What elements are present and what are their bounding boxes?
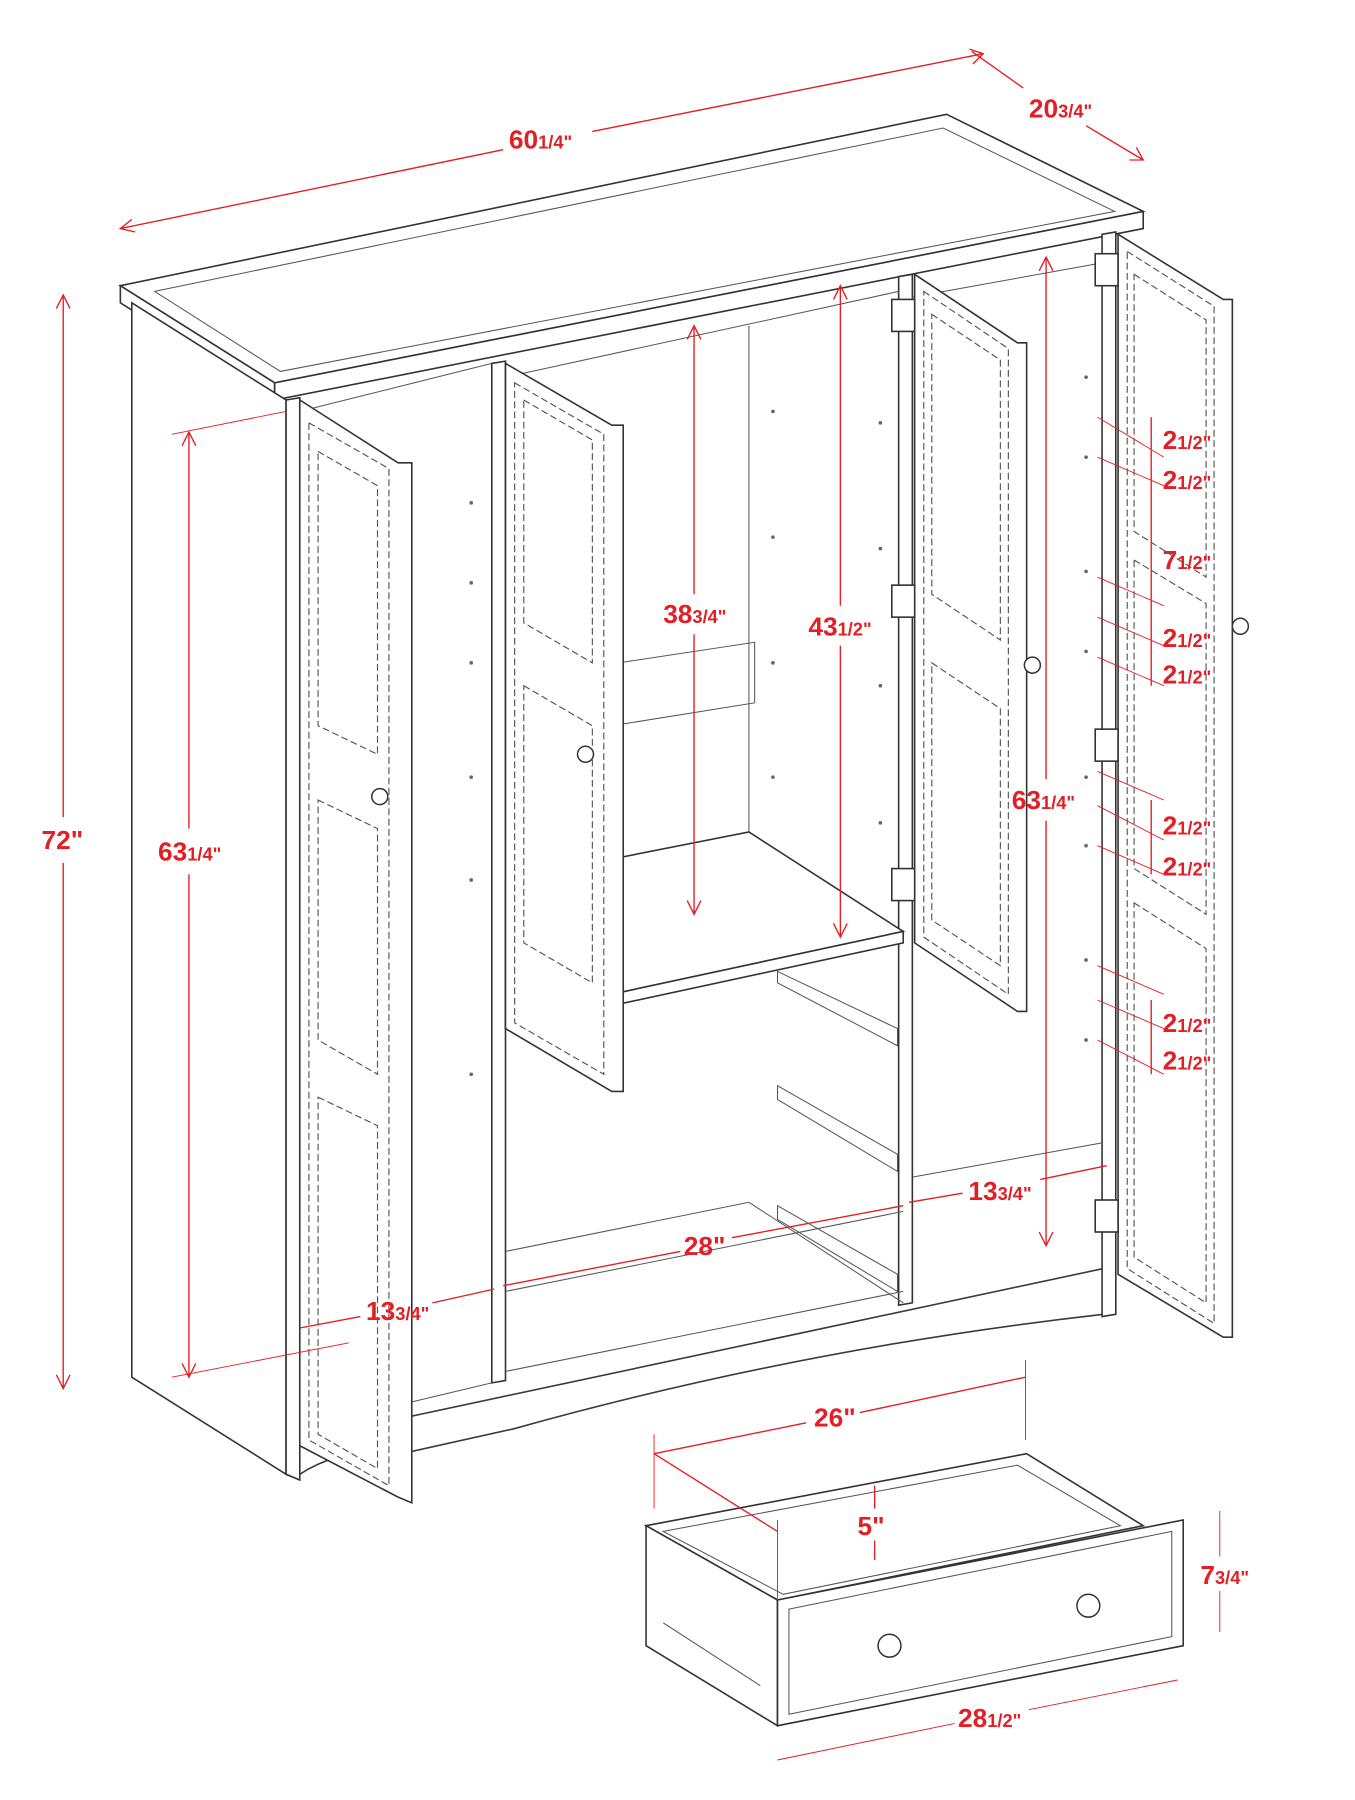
hinge-icons	[890, 252, 1119, 1233]
overall-height-label: 72"	[42, 825, 84, 855]
drawer-inner-depth-label: 26"	[814, 1402, 856, 1432]
drawer-front-width-label: 281/2"	[958, 1703, 1021, 1733]
overall-depth-label: 203/4"	[1029, 94, 1092, 124]
center-section-width-label: 28"	[684, 1231, 726, 1261]
upper-hanging-height-label: 383/4"	[663, 599, 726, 629]
overall-width-label: 601/4"	[509, 125, 572, 155]
left-door-height-label: 631/4"	[158, 837, 221, 867]
right-section-width-label: 133/4"	[968, 1176, 1031, 1206]
shelf-spacing-label: 21/2"	[1163, 659, 1212, 689]
drawer-drawing	[643, 1452, 1185, 1728]
right-interior-height-label: 631/4"	[1012, 785, 1075, 815]
dimension-labels: 601/4" 203/4" 72" 631/4" 383/4" 431/2" 6…	[42, 94, 1250, 1733]
shelf-spacing-label: 21/2"	[1163, 623, 1212, 653]
shelf-spacing-label: 21/2"	[1163, 425, 1212, 455]
shelf-pin-holes	[469, 375, 1088, 1077]
dimension-lines	[55, 48, 1221, 1761]
wardrobe-drawing	[118, 113, 1250, 1505]
left-section-width-label: 133/4"	[366, 1296, 429, 1326]
shelf-spacing-label: 21/2"	[1163, 465, 1212, 495]
shelf-spacing-label: 21/2"	[1163, 1046, 1212, 1076]
center-height-label: 431/2"	[808, 611, 871, 641]
shelf-spacing-label: 21/2"	[1163, 1008, 1212, 1038]
drawer-inner-height-label: 5"	[858, 1511, 885, 1541]
drawer-front-height-label: 73/4"	[1200, 1560, 1249, 1590]
shelf-spacing-label: 21/2"	[1163, 851, 1212, 881]
shelf-spacing-label: 21/2"	[1163, 810, 1212, 840]
shelf-spacing-label: 71/2"	[1163, 545, 1212, 575]
